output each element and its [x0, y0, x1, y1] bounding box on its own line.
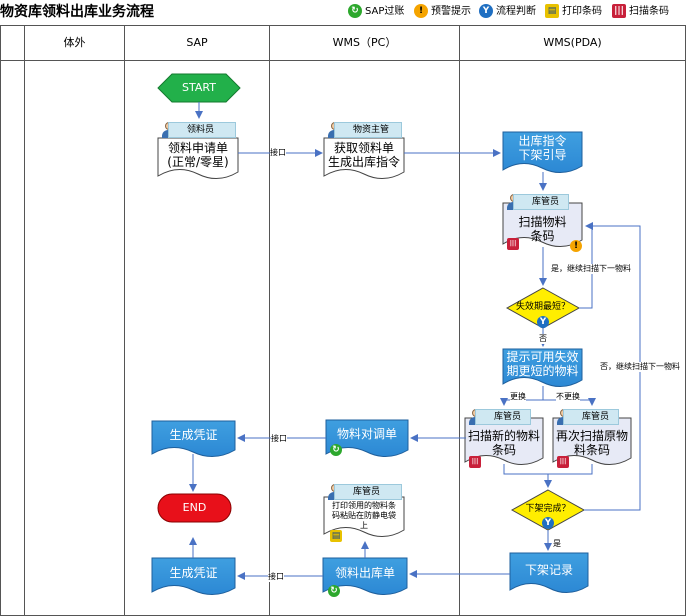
gen-order-document-shape — [323, 137, 405, 179]
end-terminator — [157, 493, 232, 523]
off-shelf-record-label: 下架记录 — [524, 563, 573, 577]
apply-label: 领料申请单 (正常/零星) — [167, 141, 229, 169]
scan-new-label: 扫描新的物料 条码 — [467, 429, 540, 457]
voucher-top-shape — [151, 420, 236, 457]
sap-transaction-icon: ↻ — [328, 585, 340, 597]
voucher-bottom-shape — [151, 557, 236, 595]
legend-label: 打印条码 — [562, 6, 602, 17]
edge-label-yes: 是 — [553, 539, 561, 549]
sap-transaction-icon: ↻ — [348, 4, 362, 18]
legend-label: 预警提示 — [431, 6, 471, 17]
start-terminator — [157, 73, 241, 103]
voucher-bottom-label: 生成凭证 — [169, 566, 218, 580]
page-title: 物资库领料出库业务流程 — [0, 4, 154, 20]
edge-label-no-change: 不更换 — [556, 392, 580, 402]
start-label: START — [182, 81, 216, 94]
warning-icon: ! — [570, 240, 582, 252]
legend-item-sap: ↻SAP过账 — [348, 4, 404, 20]
out-guide-label: 出库指令 下架引导 — [518, 134, 567, 162]
decision-icon: Y — [537, 316, 549, 328]
edge-label-no-continue: 否，继续扫描下一物料 — [600, 362, 680, 372]
print-stick-label: 打印领用的物料条 码粘贴在防静电袋 上 — [332, 501, 396, 530]
edge-label-no: 否 — [539, 334, 547, 344]
edge-label-interface: 接口 — [271, 434, 287, 444]
scan-barcode-icon: ||| — [469, 456, 481, 468]
lane-header-wms-pc: WMS（PC） — [332, 36, 397, 49]
role-label: 库管员 — [475, 409, 531, 425]
out-guide-shape — [502, 131, 583, 173]
print-barcode-icon: ▤ — [545, 4, 559, 18]
role-label: 物资主管 — [334, 122, 402, 138]
print-barcode-icon: ▤ — [330, 530, 342, 542]
role-label: 库管员 — [513, 194, 569, 210]
lane-header-wms-pda: WMS(PDA) — [543, 36, 602, 49]
material-adjust-label: 物料对调单 — [336, 427, 397, 441]
hint-shorter-shape — [502, 348, 583, 387]
gen-order-label: 获取领料单 生成出库指令 — [327, 141, 400, 169]
role-label: 库管员 — [563, 409, 619, 425]
legend-item-scan: |||扫描条码 — [612, 4, 669, 20]
scan-barcode-icon: ||| — [557, 456, 569, 468]
legend-item-print: ▤打印条码 — [545, 4, 602, 20]
off-shelf-done-label: 下架完成？ — [525, 504, 571, 514]
scan-barcode-icon: ||| — [612, 4, 626, 18]
end-label: END — [182, 501, 207, 514]
role-label: 领料员 — [168, 122, 236, 138]
expiry-label: 失效期最短？ — [515, 302, 570, 312]
decision-icon: Y — [542, 517, 554, 529]
off-shelf-record-shape — [509, 552, 589, 593]
rescan-orig-label: 再次扫描原物 料条码 — [555, 429, 628, 457]
voucher-top-label: 生成凭证 — [169, 428, 218, 442]
sap-transaction-icon: ↻ — [330, 444, 342, 456]
issue-form-label: 领料出库单 — [334, 566, 395, 580]
scan-barcode-icon: ||| — [507, 238, 519, 250]
apply-document-shape — [157, 137, 239, 179]
warning-icon: ! — [414, 4, 428, 18]
scan-material-label: 扫描物料 条码 — [518, 215, 567, 243]
legend-label: SAP过账 — [365, 6, 405, 17]
edge-label-change: 更换 — [510, 392, 526, 402]
legend-label: 扫描条码 — [629, 6, 669, 17]
edge-label-interface: 接口 — [270, 148, 286, 158]
edge-label-yes-continue: 是，继续扫描下一物料 — [551, 264, 631, 274]
hint-shorter-label: 提示可用失效 期更短的物料 — [506, 350, 579, 378]
legend-label: 流程判断 — [496, 6, 536, 17]
print-stick-shape — [323, 496, 405, 537]
edge-label-interface: 接口 — [268, 572, 284, 582]
role-label: 库管员 — [334, 484, 402, 500]
decision-icon: Y — [479, 4, 493, 18]
lane-header-sap: SAP — [186, 36, 208, 49]
legend-item-warning: !预警提示 — [414, 4, 471, 20]
lane-header-external: 体外 — [63, 36, 86, 49]
